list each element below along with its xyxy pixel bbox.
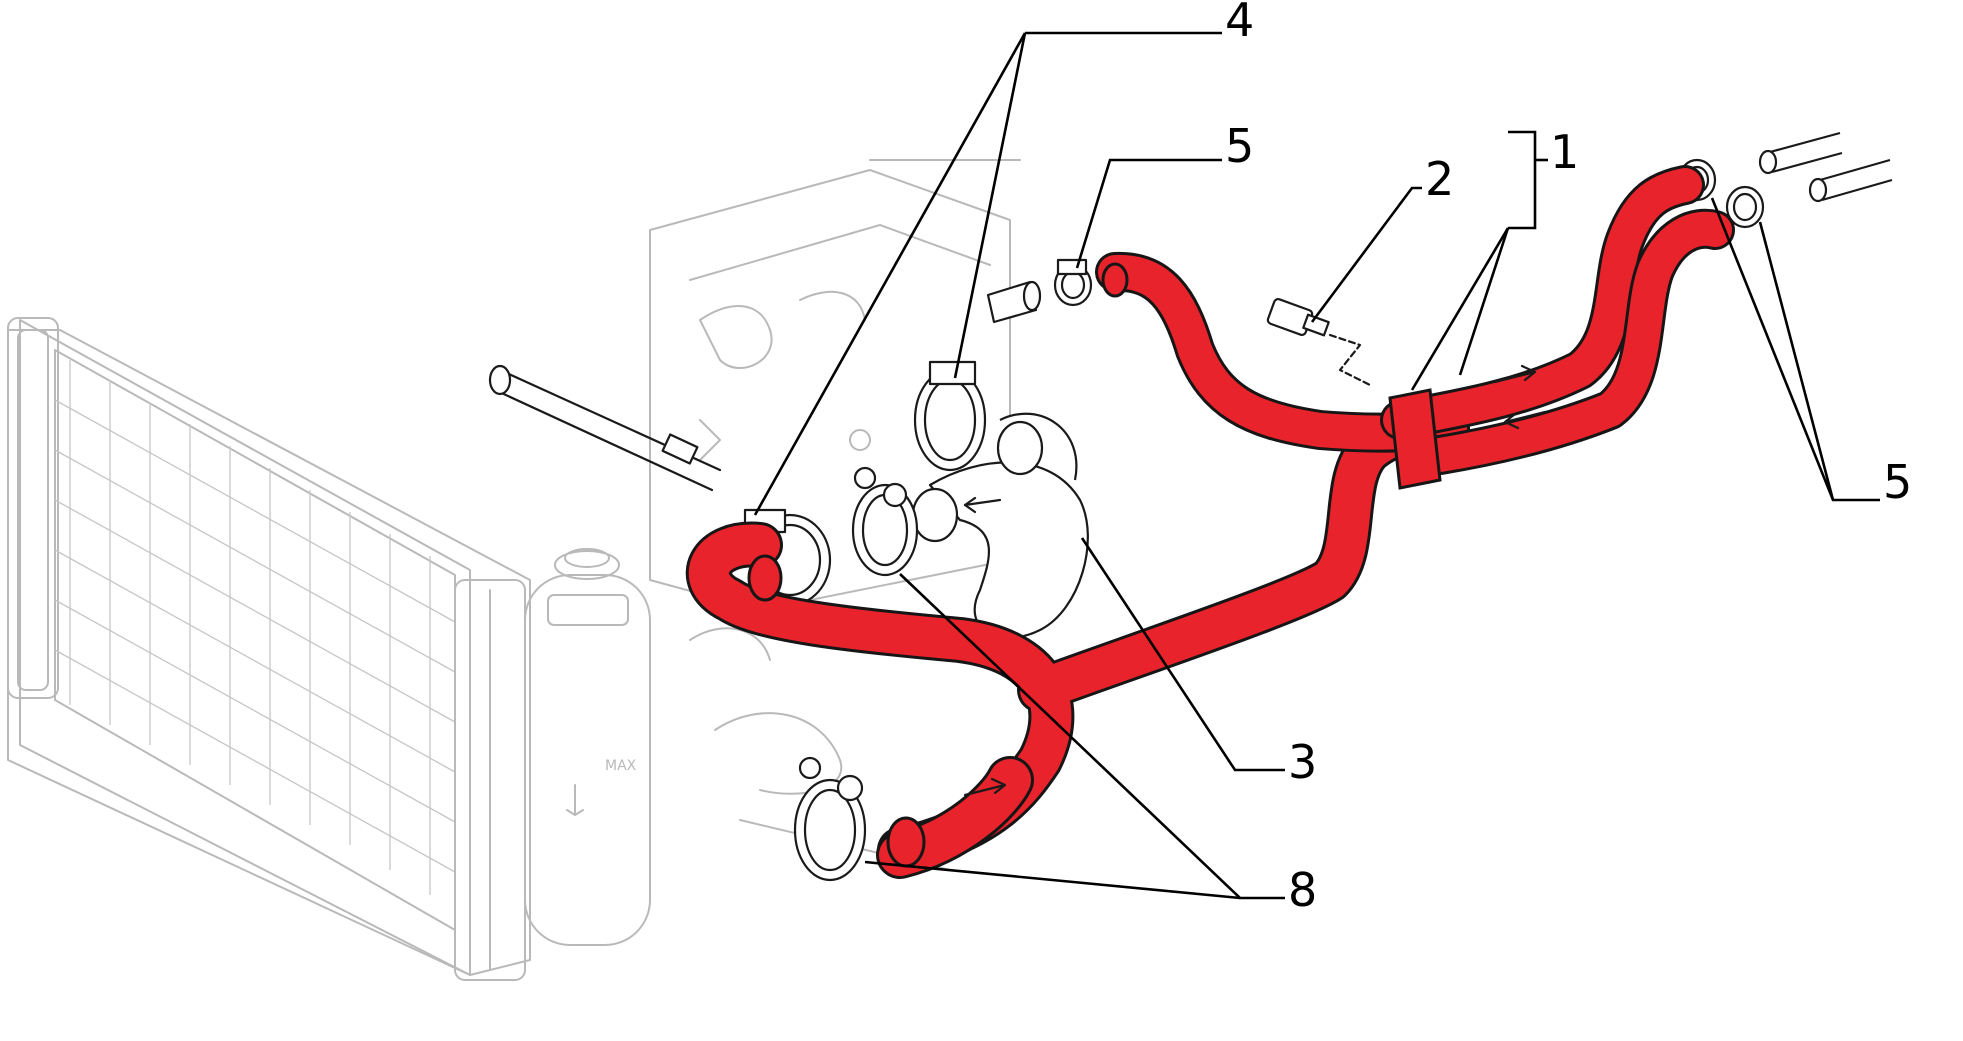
expansion-tank: MAX bbox=[524, 548, 651, 946]
hose-connector-band bbox=[1388, 388, 1442, 490]
hose-end-radiator bbox=[747, 554, 783, 602]
radiator-fins bbox=[54, 360, 456, 895]
rigid-pipe bbox=[488, 364, 722, 492]
callout-3: 3 bbox=[1288, 735, 1317, 789]
stub-pipes bbox=[986, 131, 1893, 324]
clamp-4-upper bbox=[913, 360, 987, 472]
bleed-screw bbox=[1266, 297, 1372, 387]
hose-twin-top bbox=[1383, 168, 1702, 437]
radiator bbox=[7, 317, 531, 981]
clamp-5-left bbox=[1053, 258, 1093, 307]
clamp-8-lower bbox=[793, 756, 867, 882]
callout-5-top: 5 bbox=[1225, 119, 1254, 173]
callout-5-right: 5 bbox=[1883, 455, 1912, 509]
callout-2: 2 bbox=[1425, 152, 1454, 206]
callout-labels: 4 5 2 1 5 3 8 bbox=[1225, 0, 1912, 917]
leader-lines bbox=[753, 31, 1880, 900]
flow-arrows bbox=[963, 364, 1547, 797]
hose-end-lower bbox=[886, 816, 926, 868]
hose-twin-bottom bbox=[1423, 211, 1732, 472]
callout-1: 1 bbox=[1550, 125, 1579, 179]
callout-4: 4 bbox=[1225, 0, 1254, 47]
clamp-8-upper bbox=[851, 466, 919, 577]
svg-text:MAX: MAX bbox=[605, 758, 637, 774]
hose-end-upper-left bbox=[1101, 262, 1129, 298]
callout-8: 8 bbox=[1288, 863, 1317, 917]
clamp-5-right-b bbox=[1725, 185, 1765, 229]
